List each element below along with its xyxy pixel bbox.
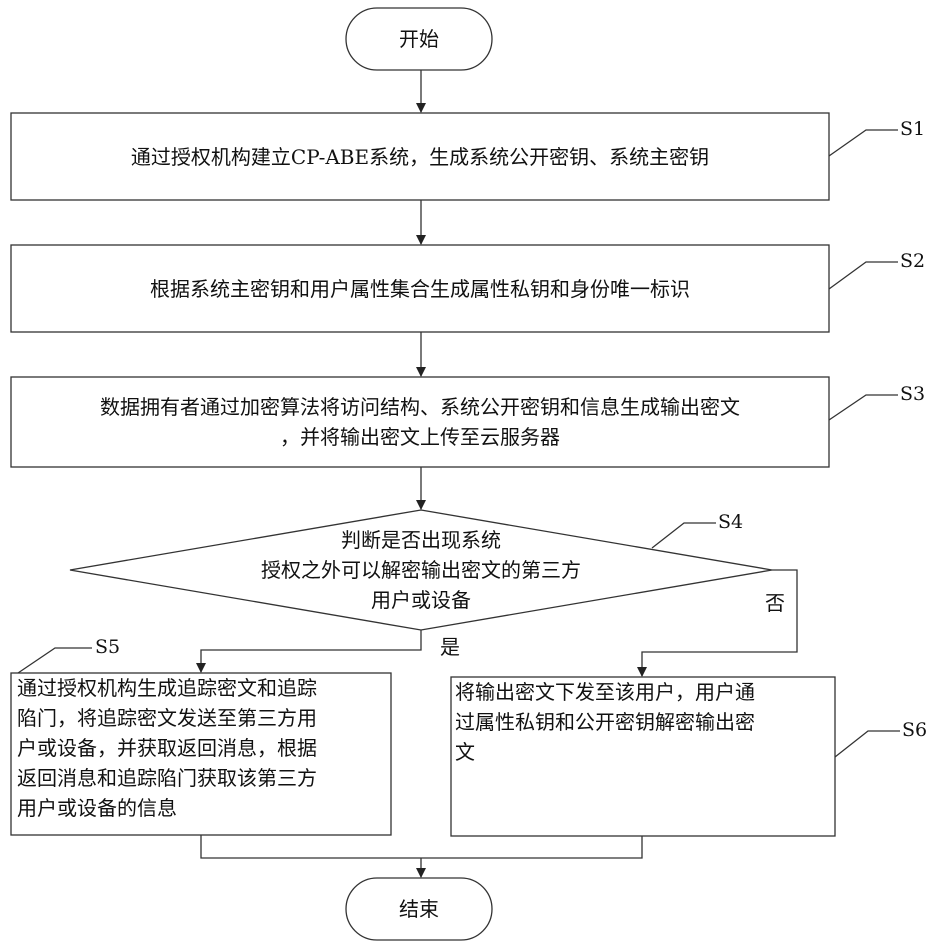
s6-text: 将输出密文下发至该用户，用户通 过属性私钥和公开密钥解密输出密 文 (451, 677, 835, 836)
s3-text-line2: ，并将输出密文上传至云服务器 (280, 422, 560, 452)
s1-text: 通过授权机构建立CP-ABE系统，生成系统公开密钥、系统主密钥 (11, 113, 829, 200)
s6-leader (835, 731, 900, 757)
s5-text: 通过授权机构生成追踪密文和追踪 陷门，将追踪密文发送至第三方用 户或设备，并获取… (11, 673, 391, 835)
s2-step-label: S2 (900, 250, 925, 272)
s6-step-label: S6 (902, 719, 927, 741)
s3-text-line1: 数据拥有者通过加密算法将访问结构、系统公开密钥和信息生成输出密文 (100, 392, 740, 422)
s5-text-line5: 用户或设备的信息 (17, 793, 177, 823)
s5-leader (18, 648, 92, 673)
s1-step-label: S1 (900, 118, 925, 140)
s3-step-label: S3 (900, 383, 925, 405)
s1-leader (829, 130, 898, 156)
s6-text-line2: 过属性私钥和公开密钥解密输出密 (455, 707, 755, 737)
s5-text-line3: 户或设备，并获取返回消息，根据 (17, 733, 317, 763)
s2-leader (829, 262, 898, 289)
s3-text: 数据拥有者通过加密算法将访问结构、系统公开密钥和信息生成输出密文 ，并将输出密文… (11, 377, 829, 467)
s5-step-label: S5 (95, 636, 120, 658)
branch-yes-label: 是 (440, 636, 460, 658)
s4-text-line2: 授权之外可以解密输出密文的第三方 (261, 555, 581, 585)
s2-text: 根据系统主密钥和用户属性集合生成属性私钥和身份唯一标识 (11, 245, 829, 332)
start-label: 开始 (346, 8, 492, 70)
s5-text-line2: 陷门，将追踪密文发送至第三方用 (17, 703, 317, 733)
s4-text-line3: 用户或设备 (371, 585, 471, 615)
arrow-s4-yes (201, 630, 421, 672)
s4-text: 判断是否出现系统 授权之外可以解密输出密文的第三方 用户或设备 (180, 523, 662, 617)
s4-text-line1: 判断是否出现系统 (341, 525, 501, 555)
s6-text-line3: 文 (455, 737, 475, 767)
s5-text-line4: 返回消息和追踪陷门获取该第三方 (17, 763, 317, 793)
s3-leader (829, 395, 898, 420)
s5-text-line1: 通过授权机构生成追踪密文和追踪 (17, 673, 317, 703)
s4-step-label: S4 (718, 511, 743, 533)
end-label: 结束 (346, 878, 492, 940)
connector-s6-merge (421, 836, 642, 858)
connector-s5-merge (201, 835, 421, 858)
branch-no-label: 否 (765, 592, 785, 614)
s6-text-line1: 将输出密文下发至该用户，用户通 (455, 677, 755, 707)
